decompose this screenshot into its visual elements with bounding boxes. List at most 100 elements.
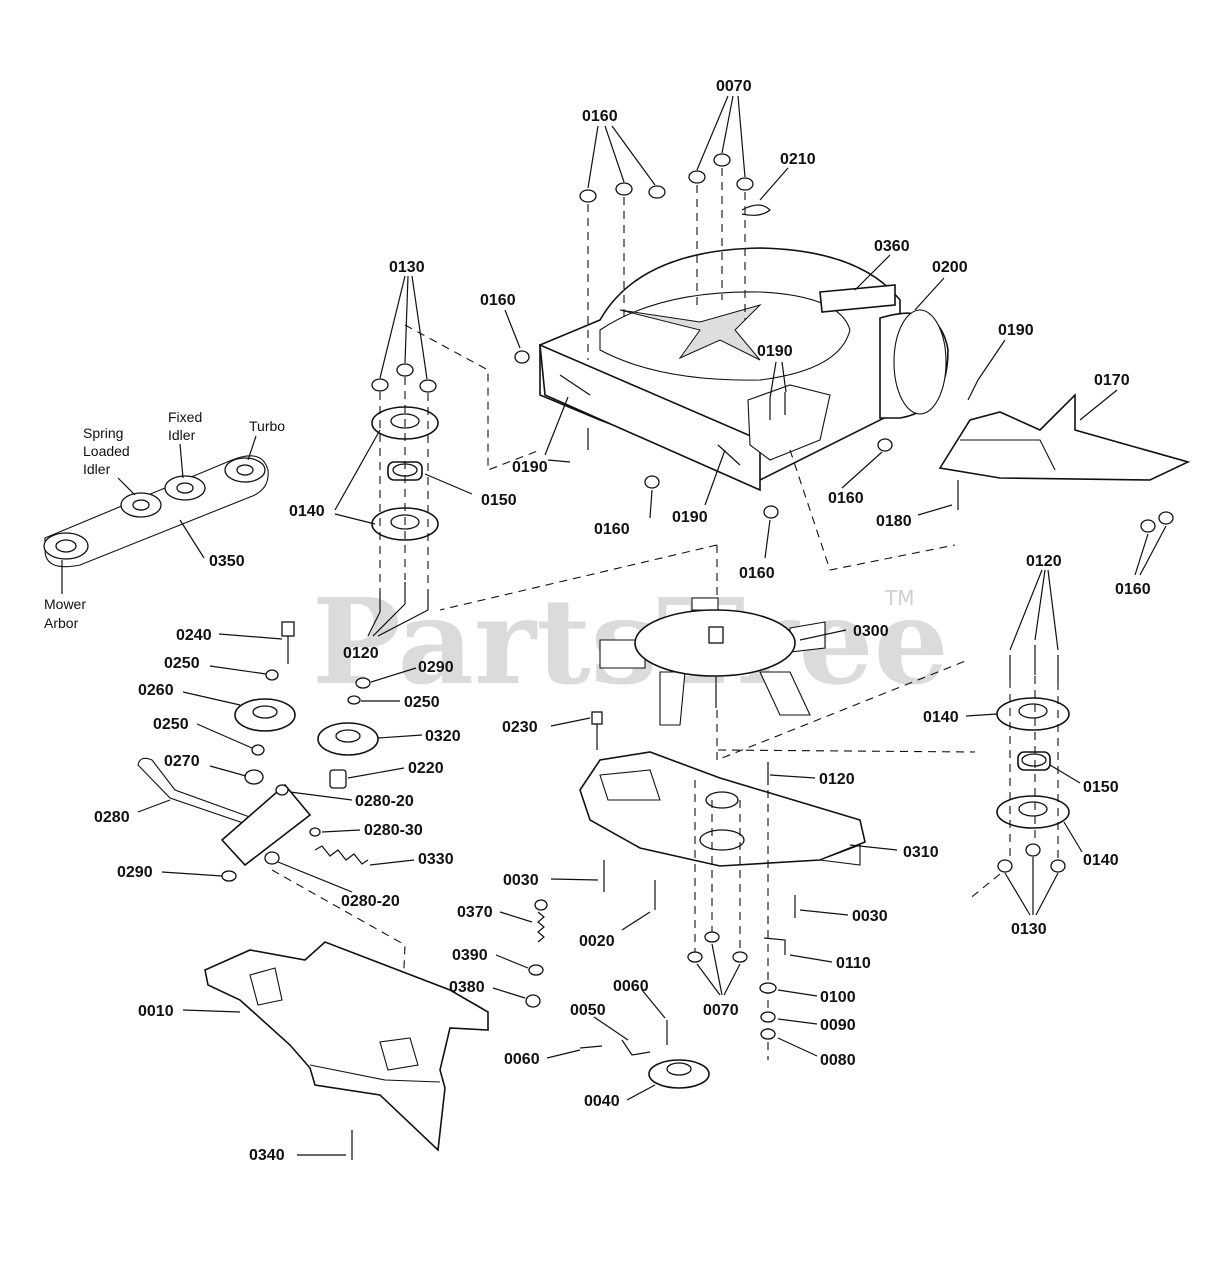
- nut-0280-20-bottom: [264, 851, 280, 865]
- part-label-0290-top: 0290: [418, 659, 454, 676]
- part-label-0200: 0200: [932, 259, 968, 276]
- pulley-0260-hub: [252, 705, 278, 719]
- washer-0250-c: [347, 695, 361, 705]
- washer-0250-a: [265, 669, 279, 681]
- leader-0240: [218, 633, 283, 640]
- impeller-blade: [659, 671, 686, 726]
- part-label-0160-left: 0160: [480, 292, 516, 309]
- part-label-0350: 0350: [209, 553, 245, 570]
- leader-0120: [367, 611, 381, 637]
- impeller-assembly: [439, 544, 969, 761]
- leader-0120: [377, 609, 429, 637]
- part-label-0280-20-bottom: 0280-20: [341, 893, 400, 910]
- plate-hole: [705, 791, 739, 809]
- blower-housing-top: [599, 291, 851, 381]
- leader-0150-right: [1049, 764, 1081, 784]
- spring-loaded-idler-leader: [117, 477, 136, 496]
- nut-0280-20-top: [275, 784, 289, 796]
- part-label-0040: 0040: [584, 1093, 620, 1110]
- leader-0140: [334, 513, 376, 525]
- dash-line: [967, 873, 1001, 901]
- impeller-blade: [691, 597, 719, 611]
- nut-0070-plate-a: [687, 951, 703, 963]
- leader-0160-bottom: [649, 489, 653, 519]
- screw-0190-e: [717, 444, 741, 466]
- leader-0190: [547, 459, 571, 463]
- spring-0330: [314, 845, 369, 865]
- mower-arbor-pulley-hub: [55, 539, 77, 553]
- leader-0230: [550, 717, 591, 727]
- leader-0080: [777, 1037, 818, 1057]
- part-label-0020: 0020: [579, 933, 615, 950]
- nut-0160-right: [877, 438, 893, 452]
- fixed-idler-label-1: Fixed: [168, 409, 202, 425]
- leader-0250-b: [196, 723, 253, 749]
- pulley-0040-hub: [666, 1062, 692, 1076]
- leader-0360: [854, 254, 891, 291]
- washer-0100: [759, 982, 777, 994]
- screw-0190-a: [559, 374, 591, 396]
- leader-0170: [1079, 389, 1118, 421]
- leader-0150: [424, 473, 473, 495]
- nut-0070-c: [736, 177, 754, 191]
- leader-0160: [604, 125, 625, 183]
- leader-0160: [587, 125, 599, 189]
- washer-0390: [528, 964, 544, 976]
- pulley-0320-hub: [335, 729, 361, 743]
- part-label-0070-plate: 0070: [703, 1002, 739, 1019]
- leader-0120-right: [1034, 569, 1046, 641]
- leader-0190-right: [977, 339, 1006, 381]
- part-label-0310: 0310: [903, 844, 939, 861]
- spring-0370-assembly: [492, 899, 548, 1008]
- leader-0160: [611, 125, 656, 186]
- leader-0190: [544, 396, 569, 456]
- bearing-0150-bore: [1021, 753, 1047, 767]
- leader-0060-top: [641, 989, 666, 1019]
- part-label-0290-bottom: 0290: [117, 864, 153, 881]
- nut-0130-right-c: [1050, 859, 1066, 873]
- clip-0210: [741, 204, 771, 216]
- part-label-0340: 0340: [249, 1147, 285, 1164]
- mounting-bracket-assembly: [182, 941, 489, 1160]
- part-label-0140-right-bottom: 0140: [1083, 852, 1119, 869]
- leader-0280: [137, 799, 171, 813]
- leader-0220: [347, 767, 405, 779]
- nut-0070-b: [713, 153, 731, 167]
- leader-0070-plate: [696, 963, 721, 996]
- spacer-0270: [244, 769, 264, 785]
- leader-0120-plate: [769, 774, 816, 779]
- fixed-idler-leader: [179, 443, 184, 479]
- leader-0060-left: [546, 1049, 581, 1059]
- leader-0090: [777, 1018, 818, 1025]
- part-label-0070: 0070: [716, 78, 752, 95]
- decal-0360: [819, 284, 896, 313]
- nut-0280-30: [309, 827, 321, 837]
- part-label-0160: 0160: [582, 108, 618, 125]
- part-label-0160-bottom-b: 0160: [739, 565, 775, 582]
- nut-0160-deflector-b: [1158, 511, 1174, 525]
- part-label-0240: 0240: [176, 627, 212, 644]
- nut-0080: [760, 1028, 776, 1040]
- leader-0180: [917, 504, 953, 516]
- leader-0070-plate: [711, 943, 723, 996]
- spring-loaded-idler-hub: [132, 499, 150, 511]
- part-label-0190-left: 0190: [512, 459, 548, 476]
- leader-0110: [789, 954, 833, 963]
- nut-0130-a: [371, 378, 389, 392]
- dash-line: [717, 749, 976, 753]
- part-label-0270: 0270: [164, 753, 200, 770]
- pulley-0040-assembly: [546, 989, 710, 1101]
- blower-top-hardware: [579, 95, 789, 360]
- leader-0160-left: [504, 309, 521, 349]
- nut-0160-b: [615, 182, 633, 196]
- part-label-0390: 0390: [452, 947, 488, 964]
- leader-0070: [696, 95, 729, 171]
- deflector-assembly: [789, 339, 1191, 576]
- part-label-0300: 0300: [853, 623, 889, 640]
- leader-0190-top: [781, 361, 787, 393]
- leader-0380: [492, 987, 526, 999]
- leader-0050: [593, 1016, 629, 1041]
- leader-0120-right: [1047, 569, 1059, 651]
- fixed-idler-label-2: Idler: [168, 427, 196, 443]
